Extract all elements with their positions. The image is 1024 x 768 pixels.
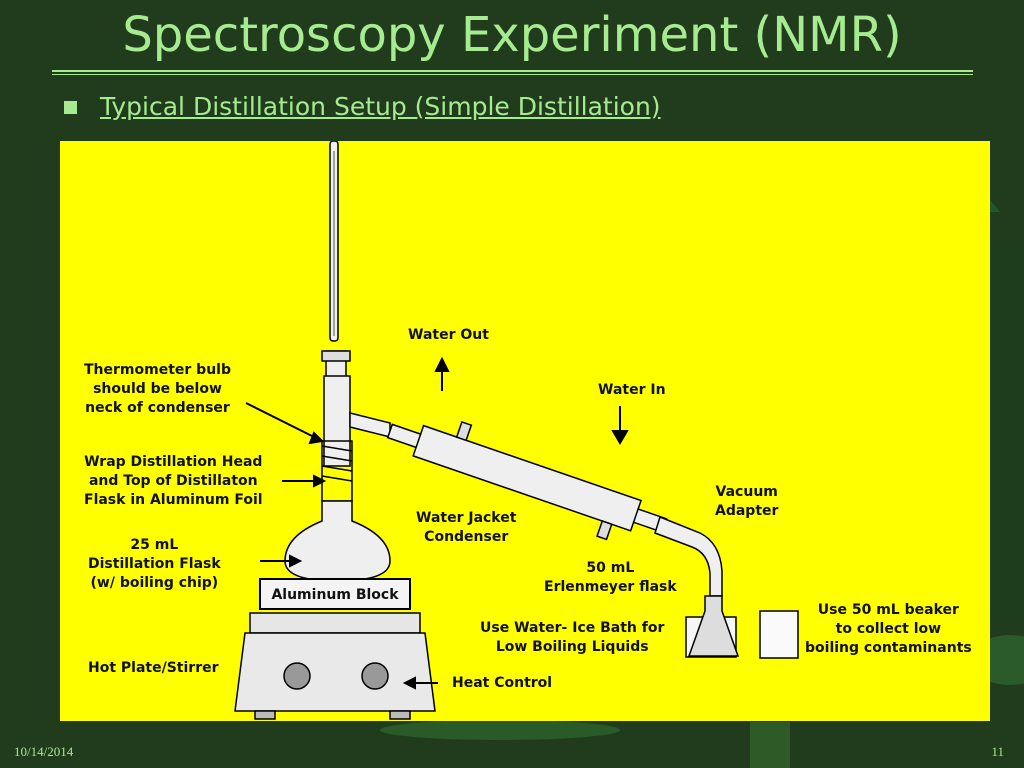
label-thermometer-bulb: Thermometer bulb should be below neck of… xyxy=(84,362,231,416)
label-ice-bath: Use Water- Ice Bath for Low Boiling Liqu… xyxy=(480,620,665,655)
distillation-flask xyxy=(284,500,391,582)
label-beaker: Use 50 mL beaker to collect low boiling … xyxy=(805,602,972,656)
label-water-jacket-condenser: Water Jacket Condenser xyxy=(416,510,517,545)
label-aluminum-block: Aluminum Block xyxy=(271,587,399,603)
erlenmeyer-flask xyxy=(687,595,740,657)
label-water-in: Water In xyxy=(598,382,666,398)
label-wrap-head: Wrap Distillation Head and Top of Distil… xyxy=(84,454,263,508)
slide-title: Spectroscopy Experiment (NMR) xyxy=(122,7,902,63)
title-rule-thin xyxy=(52,74,973,75)
condenser-jacket xyxy=(412,424,642,532)
bullet-square-icon xyxy=(64,101,77,114)
label-distillation-flask: 25 mL Distillation Flask (w/ boiling chi… xyxy=(88,537,221,591)
label-hot-plate: Hot Plate/Stirrer xyxy=(88,660,219,676)
distillation-head xyxy=(323,375,351,467)
aluminum-block xyxy=(259,578,411,610)
hot-plate-body xyxy=(234,632,436,712)
page-number: 11 xyxy=(991,744,1004,759)
label-erlenmeyer-flask: 50 mL Erlenmeyer flask xyxy=(544,560,677,595)
slide-subtitle-link[interactable]: Typical Distillation Setup (Simple Disti… xyxy=(100,92,661,121)
footer-date: 10/14/2014 xyxy=(14,744,74,759)
beaker xyxy=(759,610,799,659)
title-rule xyxy=(52,70,973,72)
heat-control-knob xyxy=(361,662,389,690)
distillation-diagram-panel: Thermometer bulb should be below neck of… xyxy=(60,141,990,721)
label-heat-control: Heat Control xyxy=(452,675,553,691)
distillation-apparatus-drawing xyxy=(234,141,799,720)
hot-plate-knob-left xyxy=(283,662,311,690)
label-vacuum-adapter: Vacuum Adapter xyxy=(715,484,779,519)
label-water-out: Water Out xyxy=(408,327,489,343)
